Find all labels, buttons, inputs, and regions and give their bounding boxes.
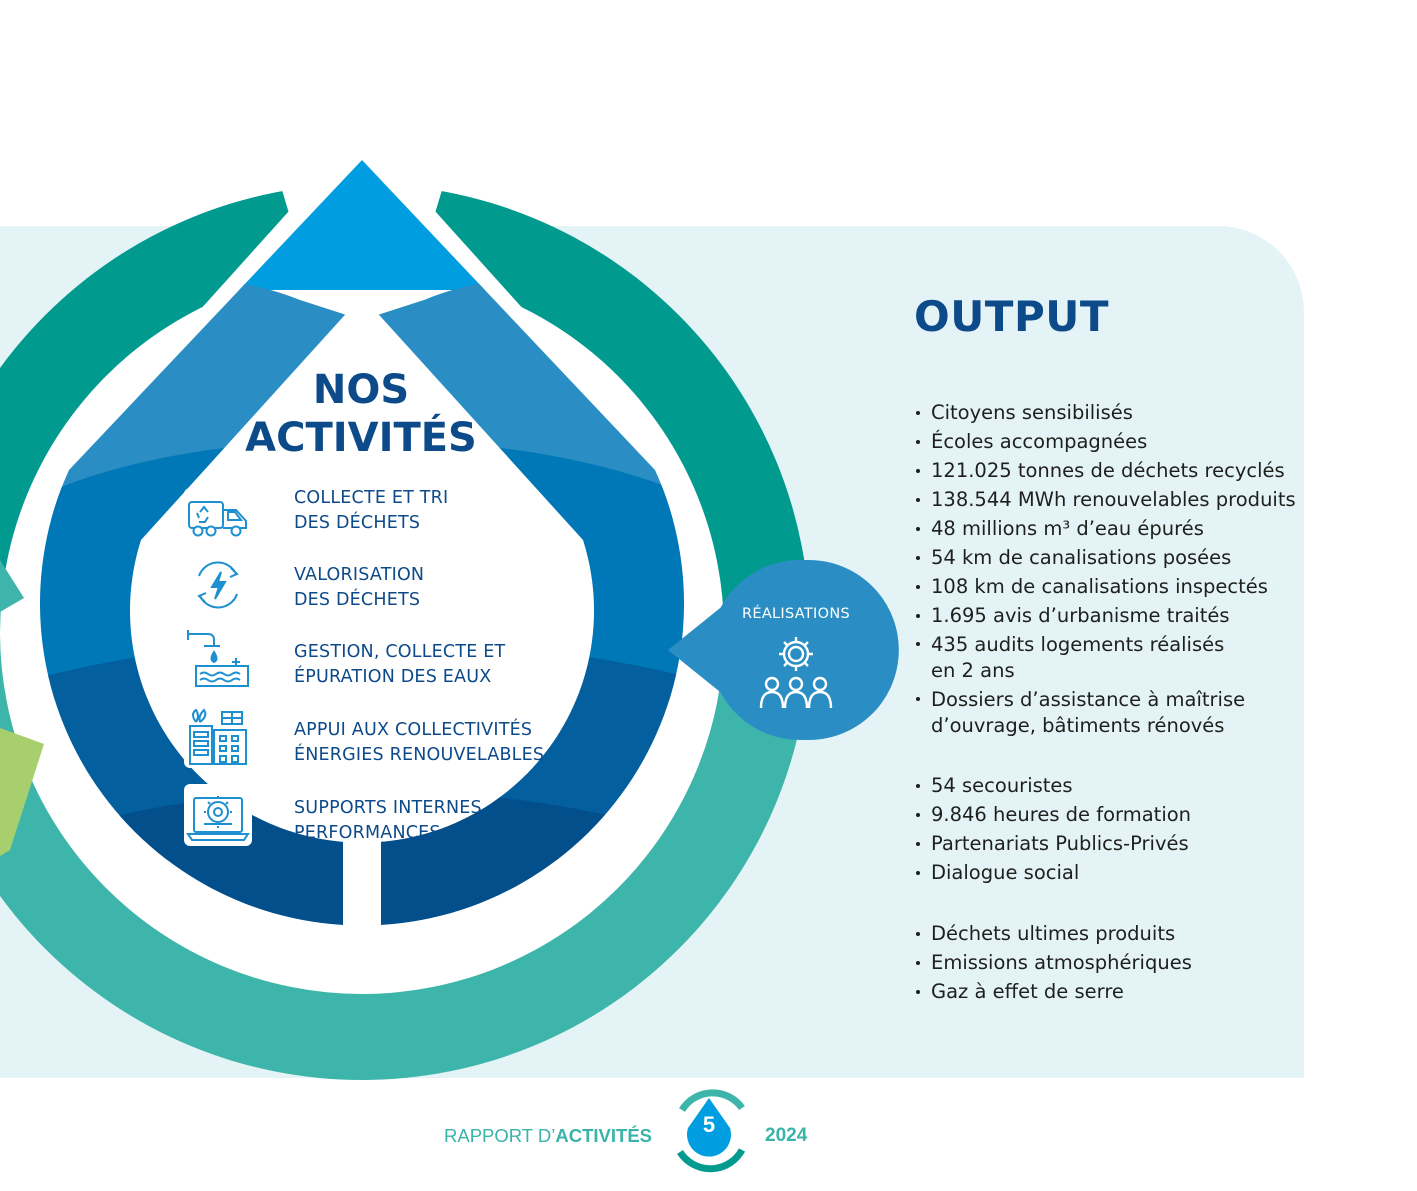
activity-label-line: SUPPORTS INTERNES [294, 798, 482, 818]
list-item: Emissions atmosphériques [914, 948, 1192, 977]
activity-label-eaux: GESTION, COLLECTE ET ÉPURATION DES EAUX [294, 640, 584, 690]
inner-white-drop [129, 296, 595, 843]
activity-label-line: ÉPURATION DES EAUX [294, 667, 492, 687]
activity-label-line: VALORISATION [294, 565, 425, 585]
list-item: Citoyens sensibilisés [914, 398, 1296, 427]
list-item: 48 millions m³ d’eau épurés [914, 514, 1296, 543]
page-number: 5 [702, 1112, 716, 1137]
output-title: OUTPUT [914, 292, 1109, 341]
footer-prefix: RAPPORT D’ [444, 1125, 556, 1146]
activity-label-line: DES DÉCHETS [294, 590, 421, 610]
activity-label-collecte: COLLECTE ET TRI DES DÉCHETS [294, 486, 584, 536]
list-item: Écoles accompagnées [914, 427, 1296, 456]
activities-title-line1: NOS [312, 367, 410, 413]
water-pipe-icon [184, 628, 252, 690]
activity-label-line: ÉNERGIES RENOUVELABLES [294, 745, 545, 765]
footer-report-title: RAPPORT D’ACTIVITÉS [378, 1125, 652, 1147]
activity-label-valorisation: VALORISATION DES DÉCHETS [294, 563, 584, 613]
activity-label-collectivites: APPUI AUX COLLECTIVITÉS ÉNERGIES RENOUVE… [294, 718, 584, 768]
activity-label-line: DES DÉCHETS [294, 513, 421, 533]
activity-label-line: APPUI AUX COLLECTIVITÉS [294, 720, 533, 740]
list-item: 54 km de canalisations posées [914, 543, 1296, 572]
list-item: 121.025 tonnes de déchets recyclés [914, 456, 1296, 485]
gear-people-icon [759, 637, 833, 709]
activity-label-line: COLLECTE ET TRI [294, 488, 449, 508]
energy-recycle-icon [184, 554, 252, 616]
list-item: 138.544 MWh renouvelables produits [914, 485, 1296, 514]
list-item: 54 secouristes [914, 771, 1191, 800]
activities-title: NOS ACTIVITÉS [220, 366, 502, 462]
list-item: Déchets ultimes produits [914, 919, 1192, 948]
list-item: Dossiers d’assistance à maîtrise d’ouvra… [914, 685, 1251, 740]
output-list-social: 54 secouristes 9.846 heures de formation… [914, 771, 1191, 887]
list-item: Gaz à effet de serre [914, 977, 1192, 1006]
output-list-emissions: Déchets ultimes produits Emissions atmos… [914, 919, 1192, 1006]
activity-label-supports: SUPPORTS INTERNES PERFORMANCES [294, 796, 584, 846]
footer-year: 2024 [765, 1125, 808, 1146]
list-item: Partenariats Publics-Privés [914, 829, 1191, 858]
garbage-truck-icon [184, 488, 252, 550]
activity-label-line: GESTION, COLLECTE ET [294, 642, 506, 662]
activity-label-line: PERFORMANCES [294, 823, 441, 843]
output-list-results: Citoyens sensibilisés Écoles accompagnée… [914, 398, 1296, 740]
list-item: 1.695 avis d’urbanisme traités [914, 601, 1296, 630]
footer-bold: ACTIVITÉS [555, 1125, 652, 1146]
list-item: Dialogue social [914, 858, 1191, 887]
activities-title-line2: ACTIVITÉS [245, 415, 477, 461]
list-item: 108 km de canalisations inspectés [914, 572, 1296, 601]
building-solar-icon [184, 706, 252, 768]
outer-ring-dark [0, 184, 810, 632]
list-item: 9.846 heures de formation [914, 800, 1191, 829]
laptop-gear-icon [184, 784, 252, 846]
left-arrow-lime [0, 728, 44, 856]
left-arrow-teal [0, 560, 24, 612]
footer-logo [677, 1089, 746, 1173]
realisations-label: RÉALISATIONS [742, 606, 850, 622]
list-item: 435 audits logements réalisés en 2 ans [914, 630, 1231, 685]
